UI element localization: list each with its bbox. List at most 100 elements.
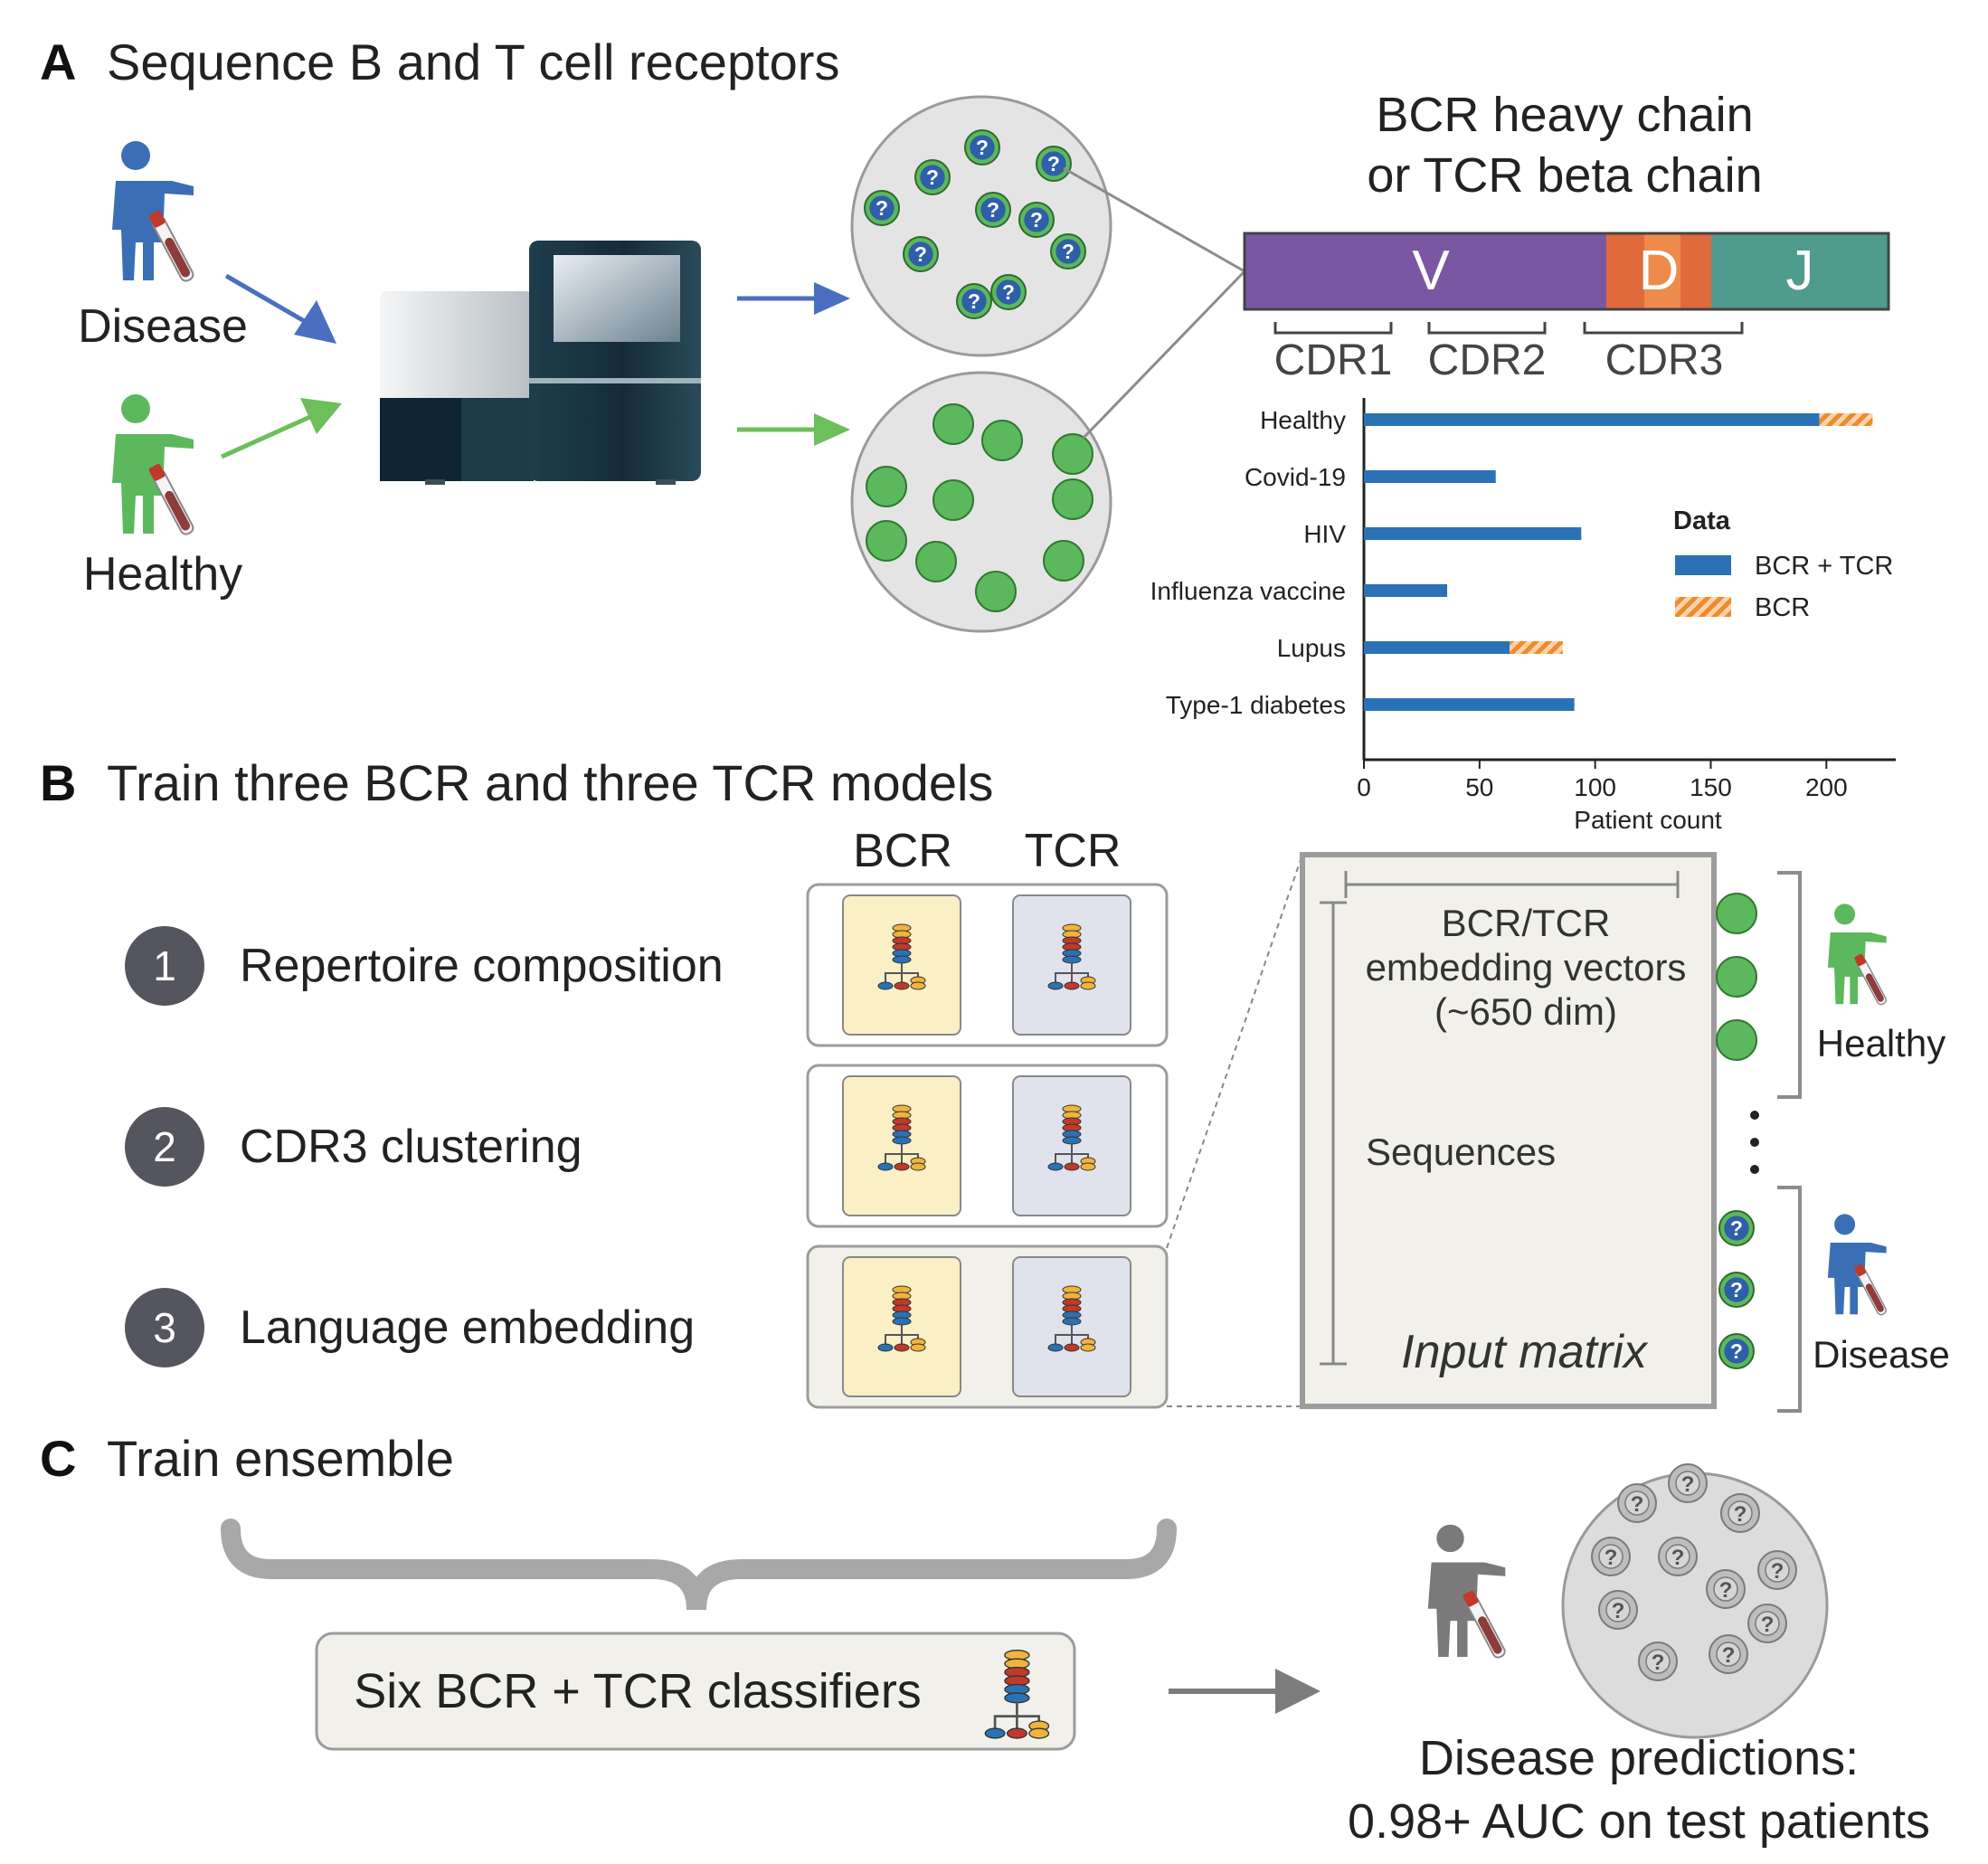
zoom-line-bottom bbox=[1082, 270, 1246, 440]
decision-tree-icon bbox=[1047, 1104, 1096, 1171]
disease-label: Disease bbox=[78, 300, 248, 353]
svg-text:?: ? bbox=[968, 289, 980, 313]
svg-text:?: ? bbox=[1730, 1278, 1743, 1301]
panel-a-letter: A bbox=[40, 33, 76, 90]
question-cell: ? bbox=[1018, 202, 1055, 238]
step-label: Language embedding bbox=[240, 1301, 695, 1354]
healthy-cell bbox=[1052, 478, 1093, 520]
ellipsis-dots bbox=[1750, 1111, 1759, 1174]
cdr1-label: CDR1 bbox=[1274, 336, 1393, 384]
question-cell: ? bbox=[1598, 1590, 1638, 1630]
result-line1: Disease predictions: bbox=[1419, 1731, 1859, 1785]
panel-c-title: Train ensemble bbox=[107, 1430, 454, 1487]
healthy-pool-arrow bbox=[737, 413, 850, 446]
svg-text:?: ? bbox=[876, 196, 888, 220]
matrix-dimension-markers bbox=[1320, 871, 1680, 1366]
question-cell: ? bbox=[1718, 1272, 1755, 1308]
step-label: Repertoire composition bbox=[240, 940, 724, 992]
chart-category-label: Covid-19 bbox=[1245, 463, 1346, 491]
svg-text:?: ? bbox=[1722, 1643, 1736, 1668]
chart-bar bbox=[1364, 527, 1582, 540]
d-segment-highlight bbox=[1644, 233, 1680, 309]
question-cell: ? bbox=[956, 283, 992, 319]
chart-legend-swatch bbox=[1675, 597, 1731, 617]
question-cell: ? bbox=[1706, 1569, 1746, 1609]
matrix-line1: BCR/TCR bbox=[1442, 902, 1611, 944]
chart-legend-label: BCR bbox=[1755, 593, 1810, 622]
chart-legend-title: Data bbox=[1673, 506, 1731, 535]
tcr-column-header: TCR bbox=[1025, 825, 1122, 877]
test-cell-pool: ??????????? bbox=[1561, 1463, 1829, 1739]
disease-person-b-icon bbox=[1827, 1214, 1887, 1316]
test-patient-icon bbox=[1427, 1524, 1506, 1659]
svg-text:?: ? bbox=[1681, 1472, 1695, 1497]
question-cell: ? bbox=[864, 190, 900, 226]
ensemble-brace bbox=[221, 1519, 1177, 1611]
chart-tick-label: 0 bbox=[1357, 773, 1371, 801]
decision-tree-icon bbox=[877, 923, 926, 990]
model-row: 3 Language embedding bbox=[125, 1244, 1169, 1409]
svg-text:?: ? bbox=[1605, 1546, 1618, 1570]
model-row: 1 Repertoire composition bbox=[125, 883, 1169, 1047]
svg-text:?: ? bbox=[1771, 1559, 1784, 1584]
question-cell: ? bbox=[1668, 1463, 1708, 1503]
svg-text:?: ? bbox=[1062, 240, 1074, 263]
bcr-column-header: BCR bbox=[853, 825, 952, 877]
disease-arrow bbox=[224, 273, 336, 344]
question-cell: ? bbox=[1747, 1604, 1787, 1643]
step-number-badge bbox=[125, 926, 204, 1006]
healthy-person-icon bbox=[112, 394, 194, 535]
svg-text:?: ? bbox=[1612, 1599, 1625, 1623]
healthy-cell bbox=[932, 479, 974, 521]
healthy-label: Healthy bbox=[83, 548, 242, 601]
disease-b-label: Disease bbox=[1813, 1333, 1950, 1376]
healthy-person-b-icon bbox=[1827, 904, 1887, 1006]
decision-tree-icon bbox=[1047, 923, 1096, 990]
svg-text:?: ? bbox=[1047, 152, 1060, 175]
healthy-cell bbox=[1043, 540, 1084, 582]
chart-bar bbox=[1510, 641, 1563, 654]
step-number-badge bbox=[125, 1107, 204, 1187]
chart-category-label: Influenza vaccine bbox=[1150, 577, 1346, 605]
svg-text:?: ? bbox=[976, 136, 989, 159]
healthy-cell bbox=[866, 520, 907, 562]
matrix-rows-label: Sequences bbox=[1366, 1131, 1556, 1173]
matrix-line3: (~650 dim) bbox=[1434, 990, 1617, 1033]
chart-bar bbox=[1819, 413, 1873, 426]
question-cell: ? bbox=[1718, 1333, 1755, 1369]
chart-tick-label: 200 bbox=[1805, 773, 1848, 801]
chart-bar bbox=[1364, 641, 1510, 654]
step-number: 1 bbox=[153, 942, 176, 989]
chart-bar bbox=[1364, 470, 1496, 483]
healthy-cell bbox=[1052, 433, 1093, 475]
chart-tick-label: 50 bbox=[1465, 773, 1493, 801]
question-cell: ? bbox=[990, 274, 1027, 310]
healthy-cell bbox=[915, 541, 957, 582]
step-number: 2 bbox=[153, 1123, 176, 1170]
svg-text:?: ? bbox=[1719, 1578, 1733, 1603]
svg-text:?: ? bbox=[1730, 1216, 1743, 1240]
healthy-cell bbox=[932, 403, 974, 445]
svg-text:?: ? bbox=[1734, 1502, 1747, 1527]
svg-text:?: ? bbox=[1002, 280, 1015, 304]
question-cell: ? bbox=[903, 236, 939, 272]
disease-person-icon bbox=[112, 141, 194, 282]
svg-text:?: ? bbox=[1030, 208, 1043, 232]
chain-bar: V D J bbox=[1243, 232, 1890, 311]
healthy-cell bbox=[975, 571, 1017, 612]
matrix-line2: embedding vectors bbox=[1366, 946, 1687, 989]
j-label: J bbox=[1786, 240, 1814, 302]
decision-tree-icon bbox=[877, 1104, 926, 1171]
step-number: 3 bbox=[153, 1304, 176, 1351]
svg-text:?: ? bbox=[914, 242, 927, 266]
panel-a-title: Sequence B and T cell receptors bbox=[107, 33, 839, 90]
decision-tree-icon bbox=[984, 1650, 1050, 1739]
matrix-caption: Input matrix bbox=[1401, 1326, 1649, 1378]
healthy-cell-pool bbox=[850, 371, 1112, 633]
svg-text:?: ? bbox=[1671, 1546, 1685, 1570]
